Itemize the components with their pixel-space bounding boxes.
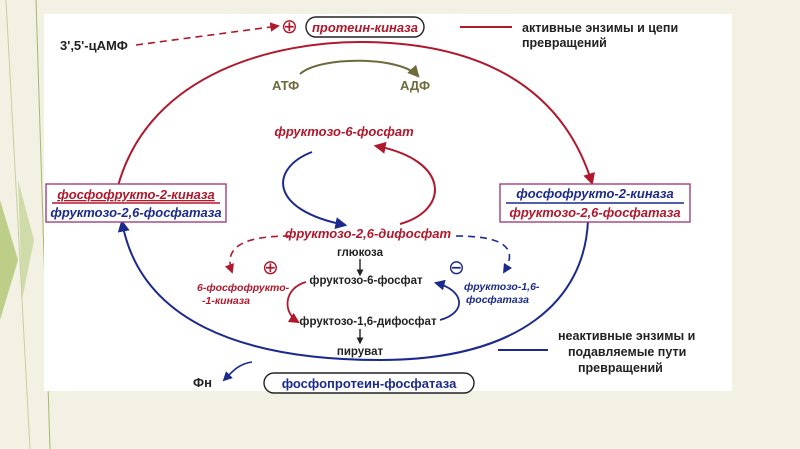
dashed-inhibition-arrow — [455, 235, 513, 274]
f16bp-label: фруктозо-1,6-дифосфат — [299, 316, 437, 328]
activation-plus-icon: ⊕ — [281, 14, 298, 38]
atp-label: АТФ — [272, 78, 299, 93]
protein-kinase-box — [305, 16, 425, 38]
inner-blue-arc — [282, 151, 348, 230]
phosphatase-box — [263, 372, 475, 394]
fbpase-label-1: фруктозо-1,6- — [464, 281, 540, 293]
legend-inactive-text-1: неактивные энзимы и — [558, 329, 695, 343]
phosphatase-label: фосфопротеин-фосфатаза — [282, 376, 457, 391]
legend-active-text-1: активные энзимы и цепи — [522, 21, 678, 35]
f6p-top-label: фруктозо-6-фосфат — [274, 124, 414, 139]
activation-plus-mid-icon: ⊕ — [262, 255, 279, 279]
pfk1-label-1: 6-фосфофрукто- — [197, 282, 290, 294]
legend-inactive-text-2: подавляемые пути — [568, 345, 686, 359]
adp-label: АДФ — [400, 78, 430, 93]
f6p-mid-label: фруктозо-6-фосфат — [309, 275, 423, 287]
outer-blue-arc — [117, 219, 589, 362]
slide-accent-green-2 — [18, 180, 34, 300]
glucose-label: глюкоза — [337, 247, 384, 259]
dashed-activation-arrow — [224, 235, 291, 274]
legend-active-text-2: превращений — [522, 36, 607, 50]
right-box-phosphatase: фруктозо-2,6-фосфатаза — [509, 205, 680, 220]
camp-label: 3',5'-цАМФ — [60, 38, 128, 53]
camp-arrow — [135, 22, 280, 46]
pfk1-red-arrow — [286, 281, 307, 324]
left-box-phosphatase: фруктозо-2,6-фосфатаза — [50, 205, 221, 220]
pi-release-arrow — [222, 361, 253, 382]
f26bp-label: фруктозо-2,6-дифосфат — [285, 226, 452, 241]
fbpase-blue-arrow — [433, 279, 460, 321]
pi-label: Фн — [193, 375, 212, 390]
protein-kinase-label: протеин-киназа — [312, 20, 418, 35]
pfk1-label-2: -1-киназа — [202, 295, 250, 307]
legend-inactive-text-3: превращений — [578, 361, 663, 375]
right-box-kinase: фосфофрукто-2-киназа — [516, 186, 674, 201]
left-box-kinase: фосфофрукто-2-киназа — [57, 187, 215, 202]
atp-adp-arrow — [299, 59, 420, 78]
slide-accent-green — [0, 200, 18, 320]
slide-accent-line-2 — [5, 0, 31, 449]
fbpase-label-2: фосфатаза — [466, 294, 529, 306]
outer-red-arc — [117, 40, 595, 187]
pyruvate-label: пируват — [337, 346, 384, 358]
inhibition-minus-icon: ⊖ — [448, 255, 465, 279]
inner-red-arc — [373, 141, 436, 225]
